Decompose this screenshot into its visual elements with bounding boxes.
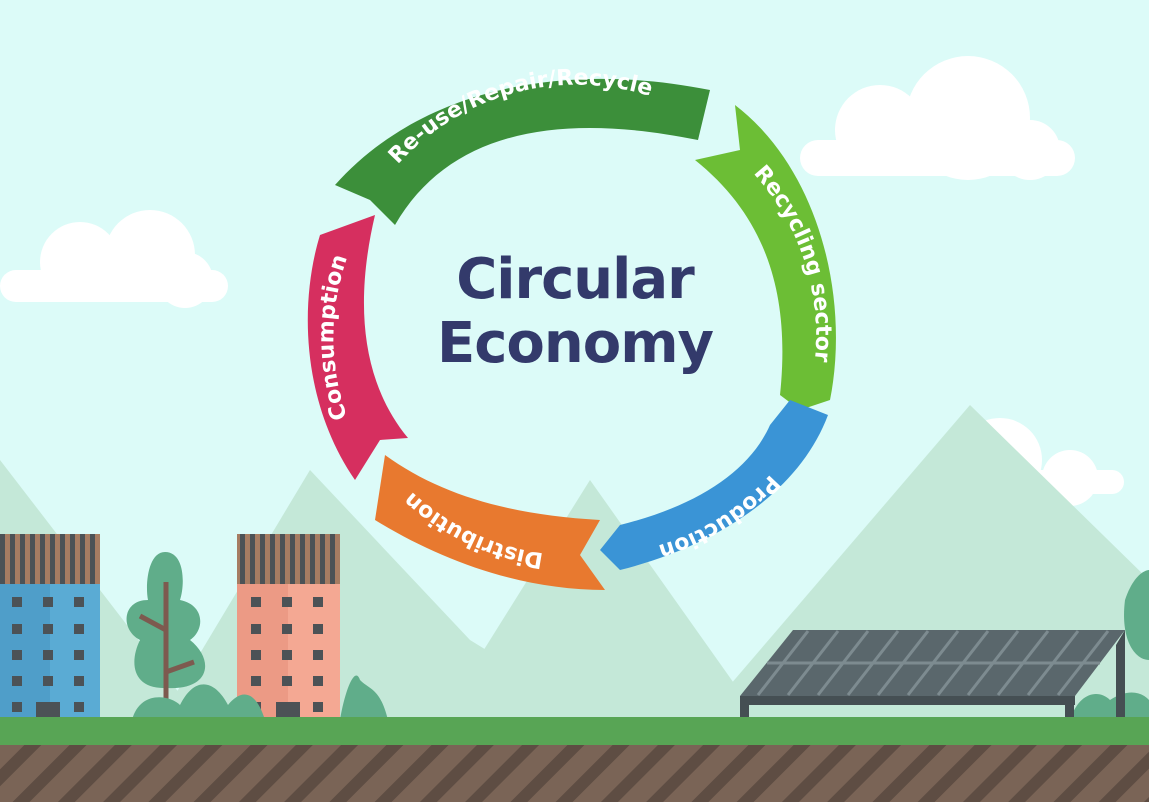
segment-distribution-arrow — [375, 455, 605, 590]
title-line-1: Circular — [456, 247, 695, 312]
cloud-icon — [0, 210, 228, 308]
bushes — [132, 570, 1149, 720]
segment-recycling-arrow — [695, 105, 836, 410]
diagram-title: Circular Economy — [380, 248, 770, 376]
segment-consumption-arrow — [307, 215, 408, 480]
solar-panel-icon — [740, 630, 1125, 720]
grass — [0, 717, 1149, 747]
cloud-icon — [800, 56, 1075, 180]
soil — [0, 745, 1149, 802]
segment-reuse-arrow — [335, 78, 710, 225]
blue-building — [0, 534, 100, 720]
title-line-2: Economy — [436, 311, 714, 376]
pink-building — [237, 534, 340, 720]
tree-icon — [126, 552, 206, 712]
segment-production-arrow — [600, 400, 828, 570]
